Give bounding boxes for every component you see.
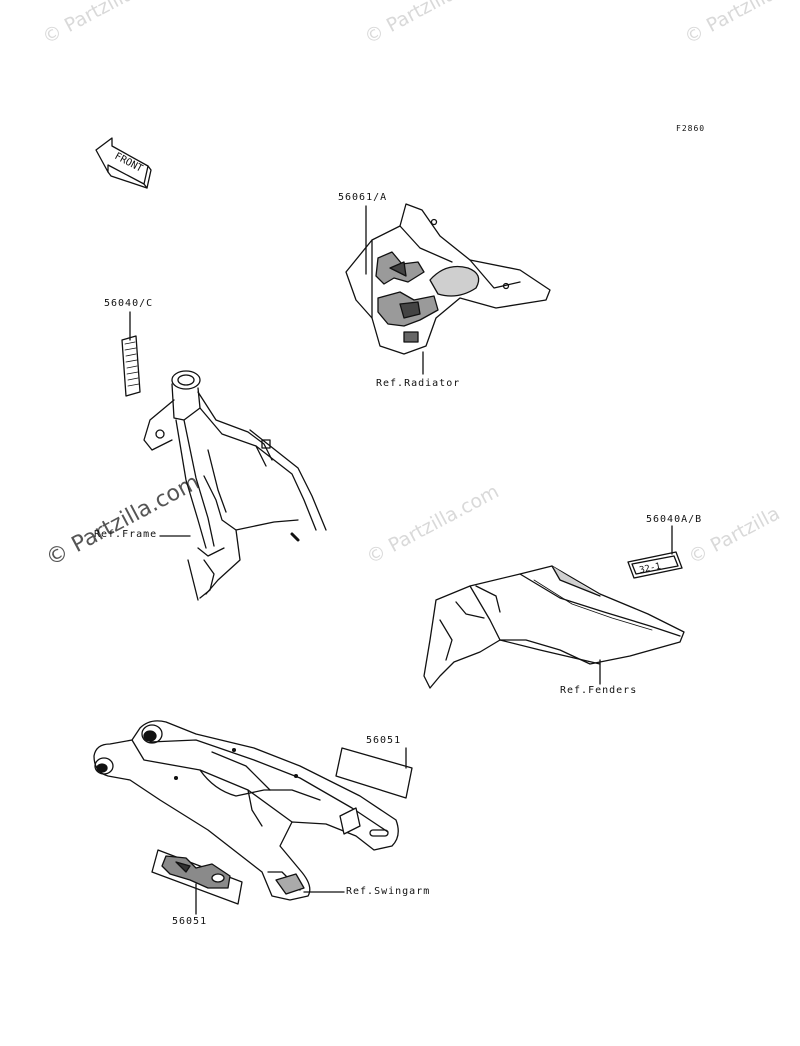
callout-ref-fenders: Ref.Fenders <box>560 685 638 696</box>
frame-decal <box>121 335 141 397</box>
front-arrow-icon: FRONT <box>95 137 152 189</box>
callout-56040ab: 56040A/B <box>646 514 703 525</box>
radiator-shroud <box>345 203 551 355</box>
swingarm-decal-top <box>335 747 413 799</box>
callout-56061a: 56061/A <box>338 192 388 203</box>
swingarm-decal-bottom <box>151 849 243 905</box>
callout-ref-swingarm: Ref.Swingarm <box>346 886 431 897</box>
diagram-code: F2860 <box>676 124 706 133</box>
callout-ref-radiator: Ref.Radiator <box>376 378 461 389</box>
callout-56040c: 56040/C <box>104 298 154 309</box>
rear-fender <box>423 565 685 689</box>
frame <box>143 370 327 601</box>
fender-decal: 32-1 <box>627 551 683 579</box>
fender-decal-text: 32-1 <box>639 562 662 576</box>
callout-56051-top: 56051 <box>366 735 402 746</box>
callout-ref-frame: Ref.Frame <box>94 529 158 540</box>
callout-56051-bottom: 56051 <box>172 916 208 927</box>
swingarm <box>93 720 399 901</box>
